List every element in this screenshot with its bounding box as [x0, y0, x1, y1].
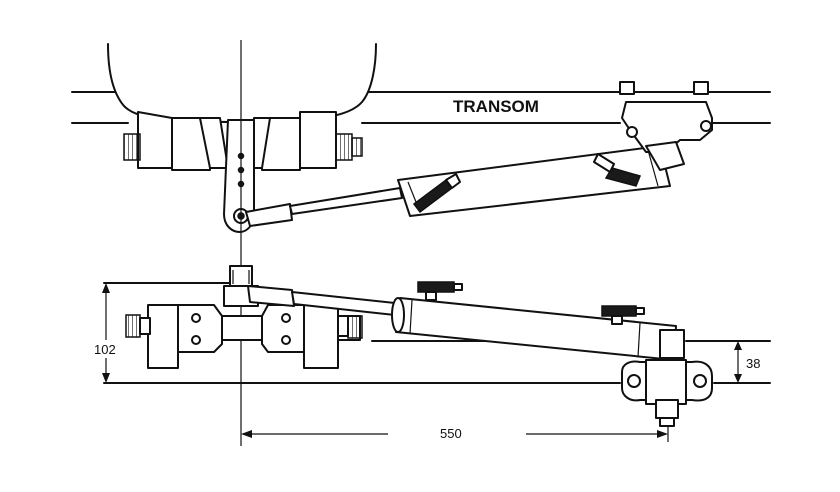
top-view: TRANSOM — [71, 43, 771, 233]
rod-end-fitting-side — [247, 285, 295, 307]
stud-right-top — [335, 133, 353, 161]
bracket-left-inner — [177, 304, 223, 353]
valve-right-side — [601, 305, 645, 325]
bracket-left-hole-1 — [191, 313, 201, 323]
stud-left-top — [123, 133, 141, 161]
stud-left-nut-side — [139, 317, 151, 335]
cylinder-ring-side-1 — [409, 299, 413, 335]
bolt-head-top-left — [619, 81, 635, 95]
dimension-102-label: 102 — [94, 342, 116, 357]
cylinder-ring-side-2 — [637, 322, 641, 358]
dimension-550-label: 550 — [440, 426, 462, 441]
bracket-nut-left — [626, 126, 638, 138]
cylinder-ring-2 — [647, 149, 659, 187]
transom-label: TRANSOM — [453, 97, 539, 116]
cylinder-rear-block — [659, 329, 685, 359]
dimension-38-label: 38 — [746, 356, 760, 371]
stud-left-side — [125, 314, 141, 338]
bracket-stud-side — [659, 417, 675, 427]
bracket-nut-side — [655, 399, 679, 419]
stud-right-side — [347, 315, 363, 339]
bracket-left-hole-2 — [191, 335, 201, 345]
bracket-nut-right — [700, 120, 712, 132]
bracket-ear-hole-left — [627, 374, 641, 388]
rod-end-fitting-top — [245, 203, 293, 227]
piston-rod-top — [289, 187, 403, 215]
stud-right-nut-side — [337, 315, 349, 337]
bracket-right-hole-2 — [281, 335, 291, 345]
valve-left-top — [412, 173, 461, 214]
bracket-right-hole-1 — [281, 313, 291, 323]
cylinder-end-cap-side — [391, 297, 405, 333]
stud-right-tip-top — [351, 137, 363, 157]
bracket-clevis-top — [645, 141, 685, 171]
mount-right-block — [299, 111, 337, 169]
transom-bracket-body-side — [645, 359, 687, 405]
bolt-head-top-right — [693, 81, 709, 95]
dimension-38: 38 — [734, 341, 760, 383]
valve-left-side — [417, 281, 463, 301]
dimension-550: 550 — [241, 426, 669, 442]
bracket-ear-hole-right — [693, 374, 707, 388]
side-view — [103, 265, 771, 427]
mount-left-block — [137, 111, 173, 169]
motor-body — [107, 43, 377, 123]
bracket-right-outer — [303, 304, 339, 369]
transom-bracket-top — [621, 101, 713, 153]
bracket-left-outer — [147, 304, 179, 369]
bracket-right-inner — [261, 304, 305, 353]
dimension-102: 102 — [88, 283, 126, 383]
valve-right-top — [593, 153, 642, 187]
